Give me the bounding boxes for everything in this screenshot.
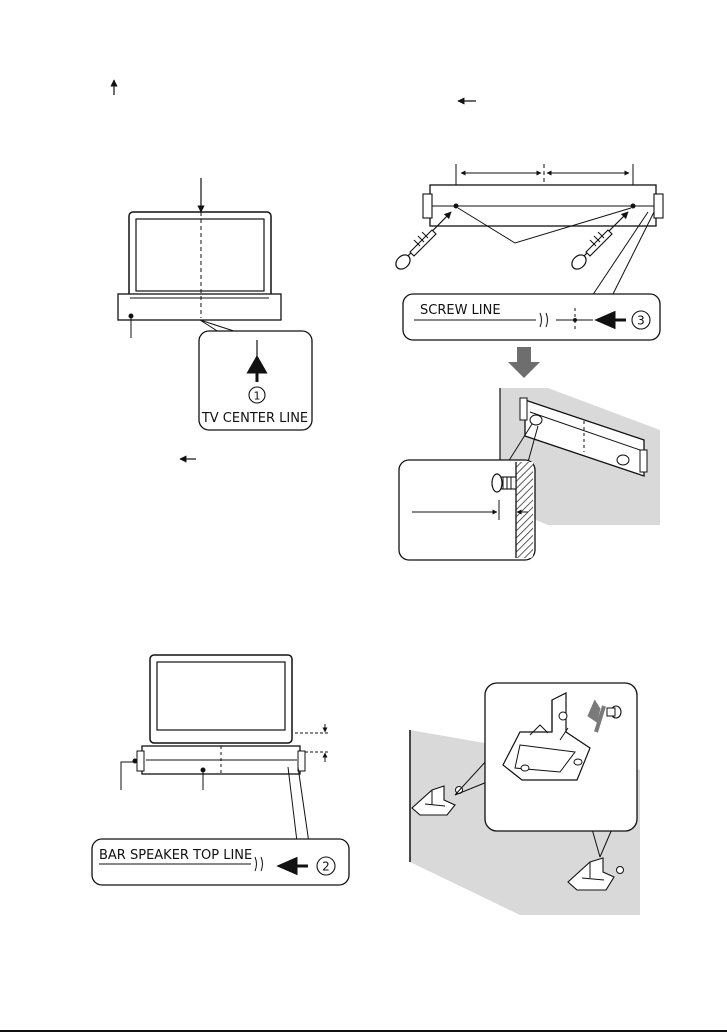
screw-hole-right [631,204,636,209]
bar-end-left [137,751,144,771]
mounted-screw-right-icon [617,455,629,465]
bracket-screw-icon [607,706,621,718]
mounted-screw-left-icon [530,415,542,425]
screw-hole-left [454,204,459,209]
screw-side-icon [492,474,516,492]
callout-number-2-text: 2 [322,860,330,874]
bar-speaker-top-line-label: BAR SPEAKER TOP LINE [99,848,252,863]
screw-line-label: SCREW LINE [420,303,501,318]
bar-end-dot [133,759,138,764]
wall-brackets-panel [410,683,640,915]
step-arrow-down-icon [508,347,540,378]
screw-depth-callout-box [399,460,535,560]
tv-screen [136,219,264,291]
bar-end-right [298,751,305,771]
wall-section-hatch [516,462,533,558]
callout-number-1-text: 1 [254,390,261,403]
callout-connector [288,767,310,850]
bar-speaker-dot [201,768,206,773]
bar-speaker-dot [129,314,134,319]
bar-end-leader [121,762,134,790]
callout-number-3-text: 3 [637,314,645,328]
screw-line-panel: SCREW LINE 3 [393,101,663,378]
tv-screen [157,662,285,730]
screw-left-icon [393,212,451,272]
wall-screws-panel [399,388,660,560]
mounted-end-left [520,398,527,420]
tv-center-line-label: TV CENTER LINE [201,411,308,426]
tv-center-panel: 1 TV CENTER LINE [114,80,312,459]
mounted-end-right [640,450,647,472]
bar-end-right [654,194,663,218]
bar-speaker-top-panel: BAR SPEAKER TOP LINE 2 [92,655,349,885]
bar-end-left [423,194,432,218]
